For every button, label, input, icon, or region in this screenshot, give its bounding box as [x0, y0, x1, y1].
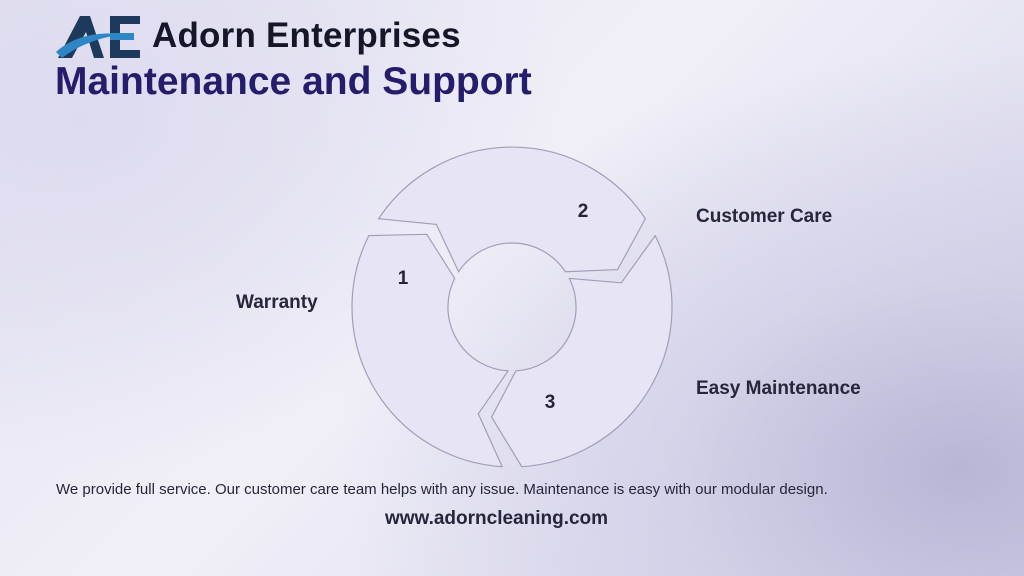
- website-url: www.adorncleaning.com: [384, 508, 609, 529]
- ae-logo-icon: [56, 16, 140, 58]
- segment-number-3: 3: [545, 392, 556, 413]
- segment-number-1: 1: [398, 268, 409, 289]
- description-text: We provide full service. Our customer ca…: [56, 481, 828, 498]
- label-customer-care: Customer Care: [696, 206, 833, 227]
- company-name: Adorn Enterprises: [152, 16, 461, 55]
- label-easy-maintenance: Easy Maintenance: [696, 378, 861, 399]
- cycle-segment-warranty: [351, 233, 510, 468]
- page-title: Maintenance and Support: [55, 60, 532, 103]
- label-warranty: Warranty: [236, 292, 318, 313]
- cycle-segment-easy-maintenance: [490, 234, 673, 468]
- segment-number-2: 2: [578, 201, 589, 222]
- cycle-segment-customer-care: [377, 146, 647, 273]
- company-logo: Adorn Enterprises: [56, 12, 461, 60]
